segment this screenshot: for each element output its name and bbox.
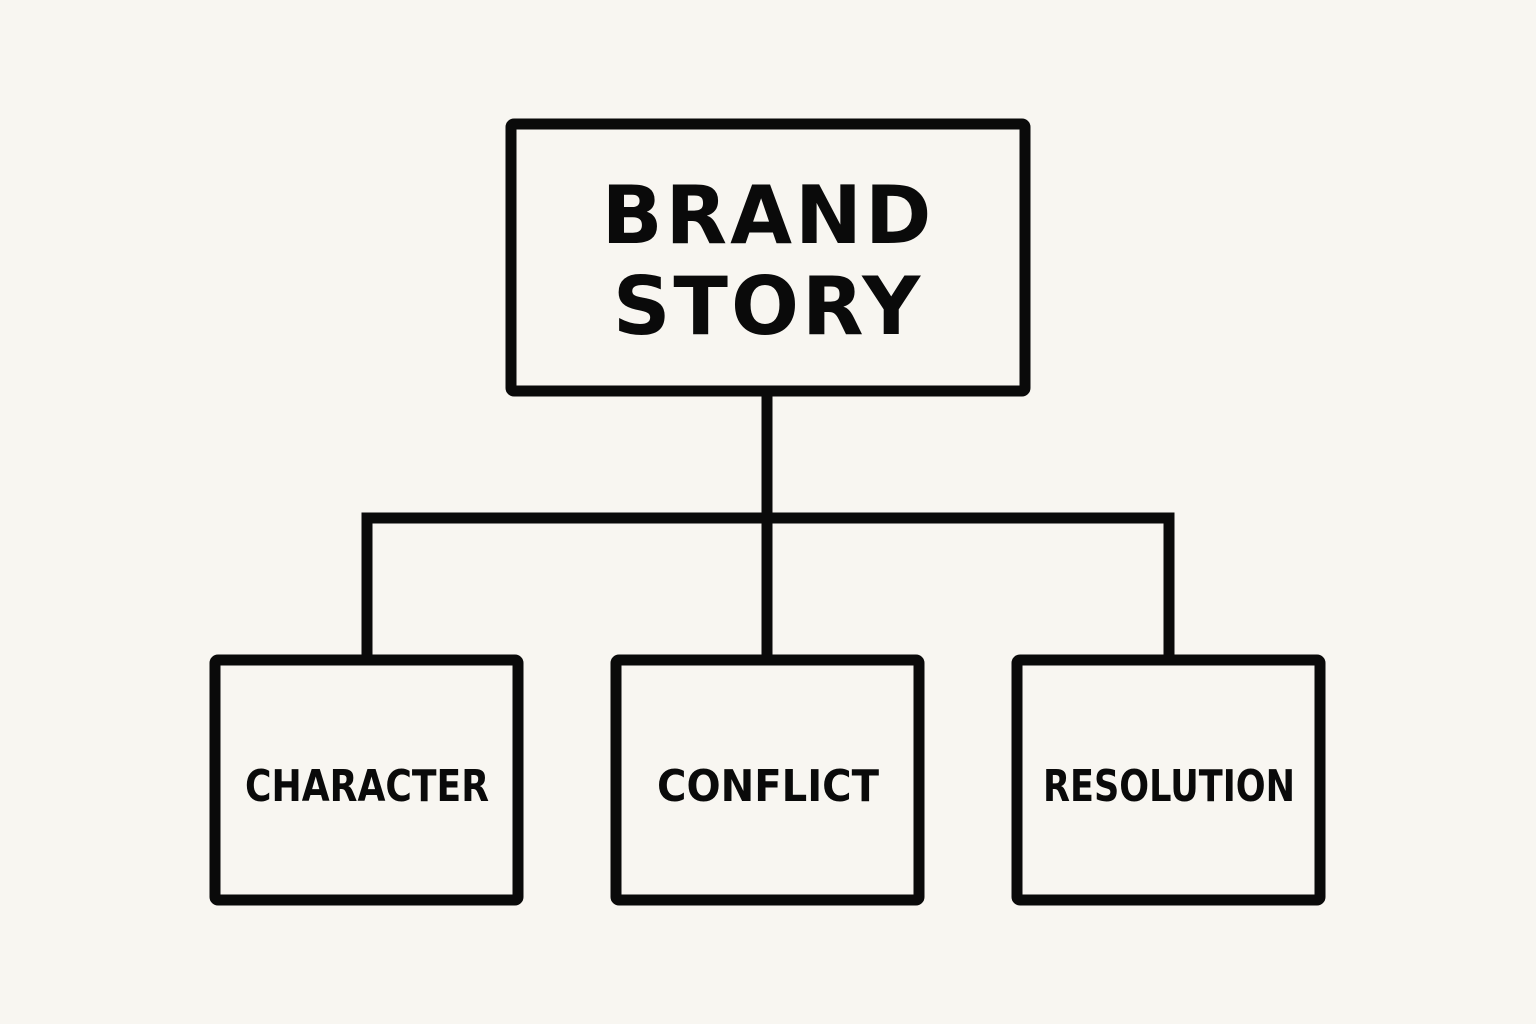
root-node: BRAND STORY [505,118,1031,397]
child-node-box [610,654,925,906]
child-node-character: CHARACTER [209,654,524,906]
child-node-box [1011,654,1326,906]
child-label-resolution: RESOLUTION [1043,761,1295,812]
root-label-line-2: STORY [613,260,923,353]
child-node-resolution: RESOLUTION [1011,654,1326,906]
root-node-box [505,118,1031,397]
child-node-conflict: CONFLICT [610,654,925,906]
child-label-character: CHARACTER [245,761,489,812]
root-label-line-1: BRAND [602,169,935,262]
child-node-box [209,654,524,906]
child-label-conflict: CONFLICT [657,761,879,812]
